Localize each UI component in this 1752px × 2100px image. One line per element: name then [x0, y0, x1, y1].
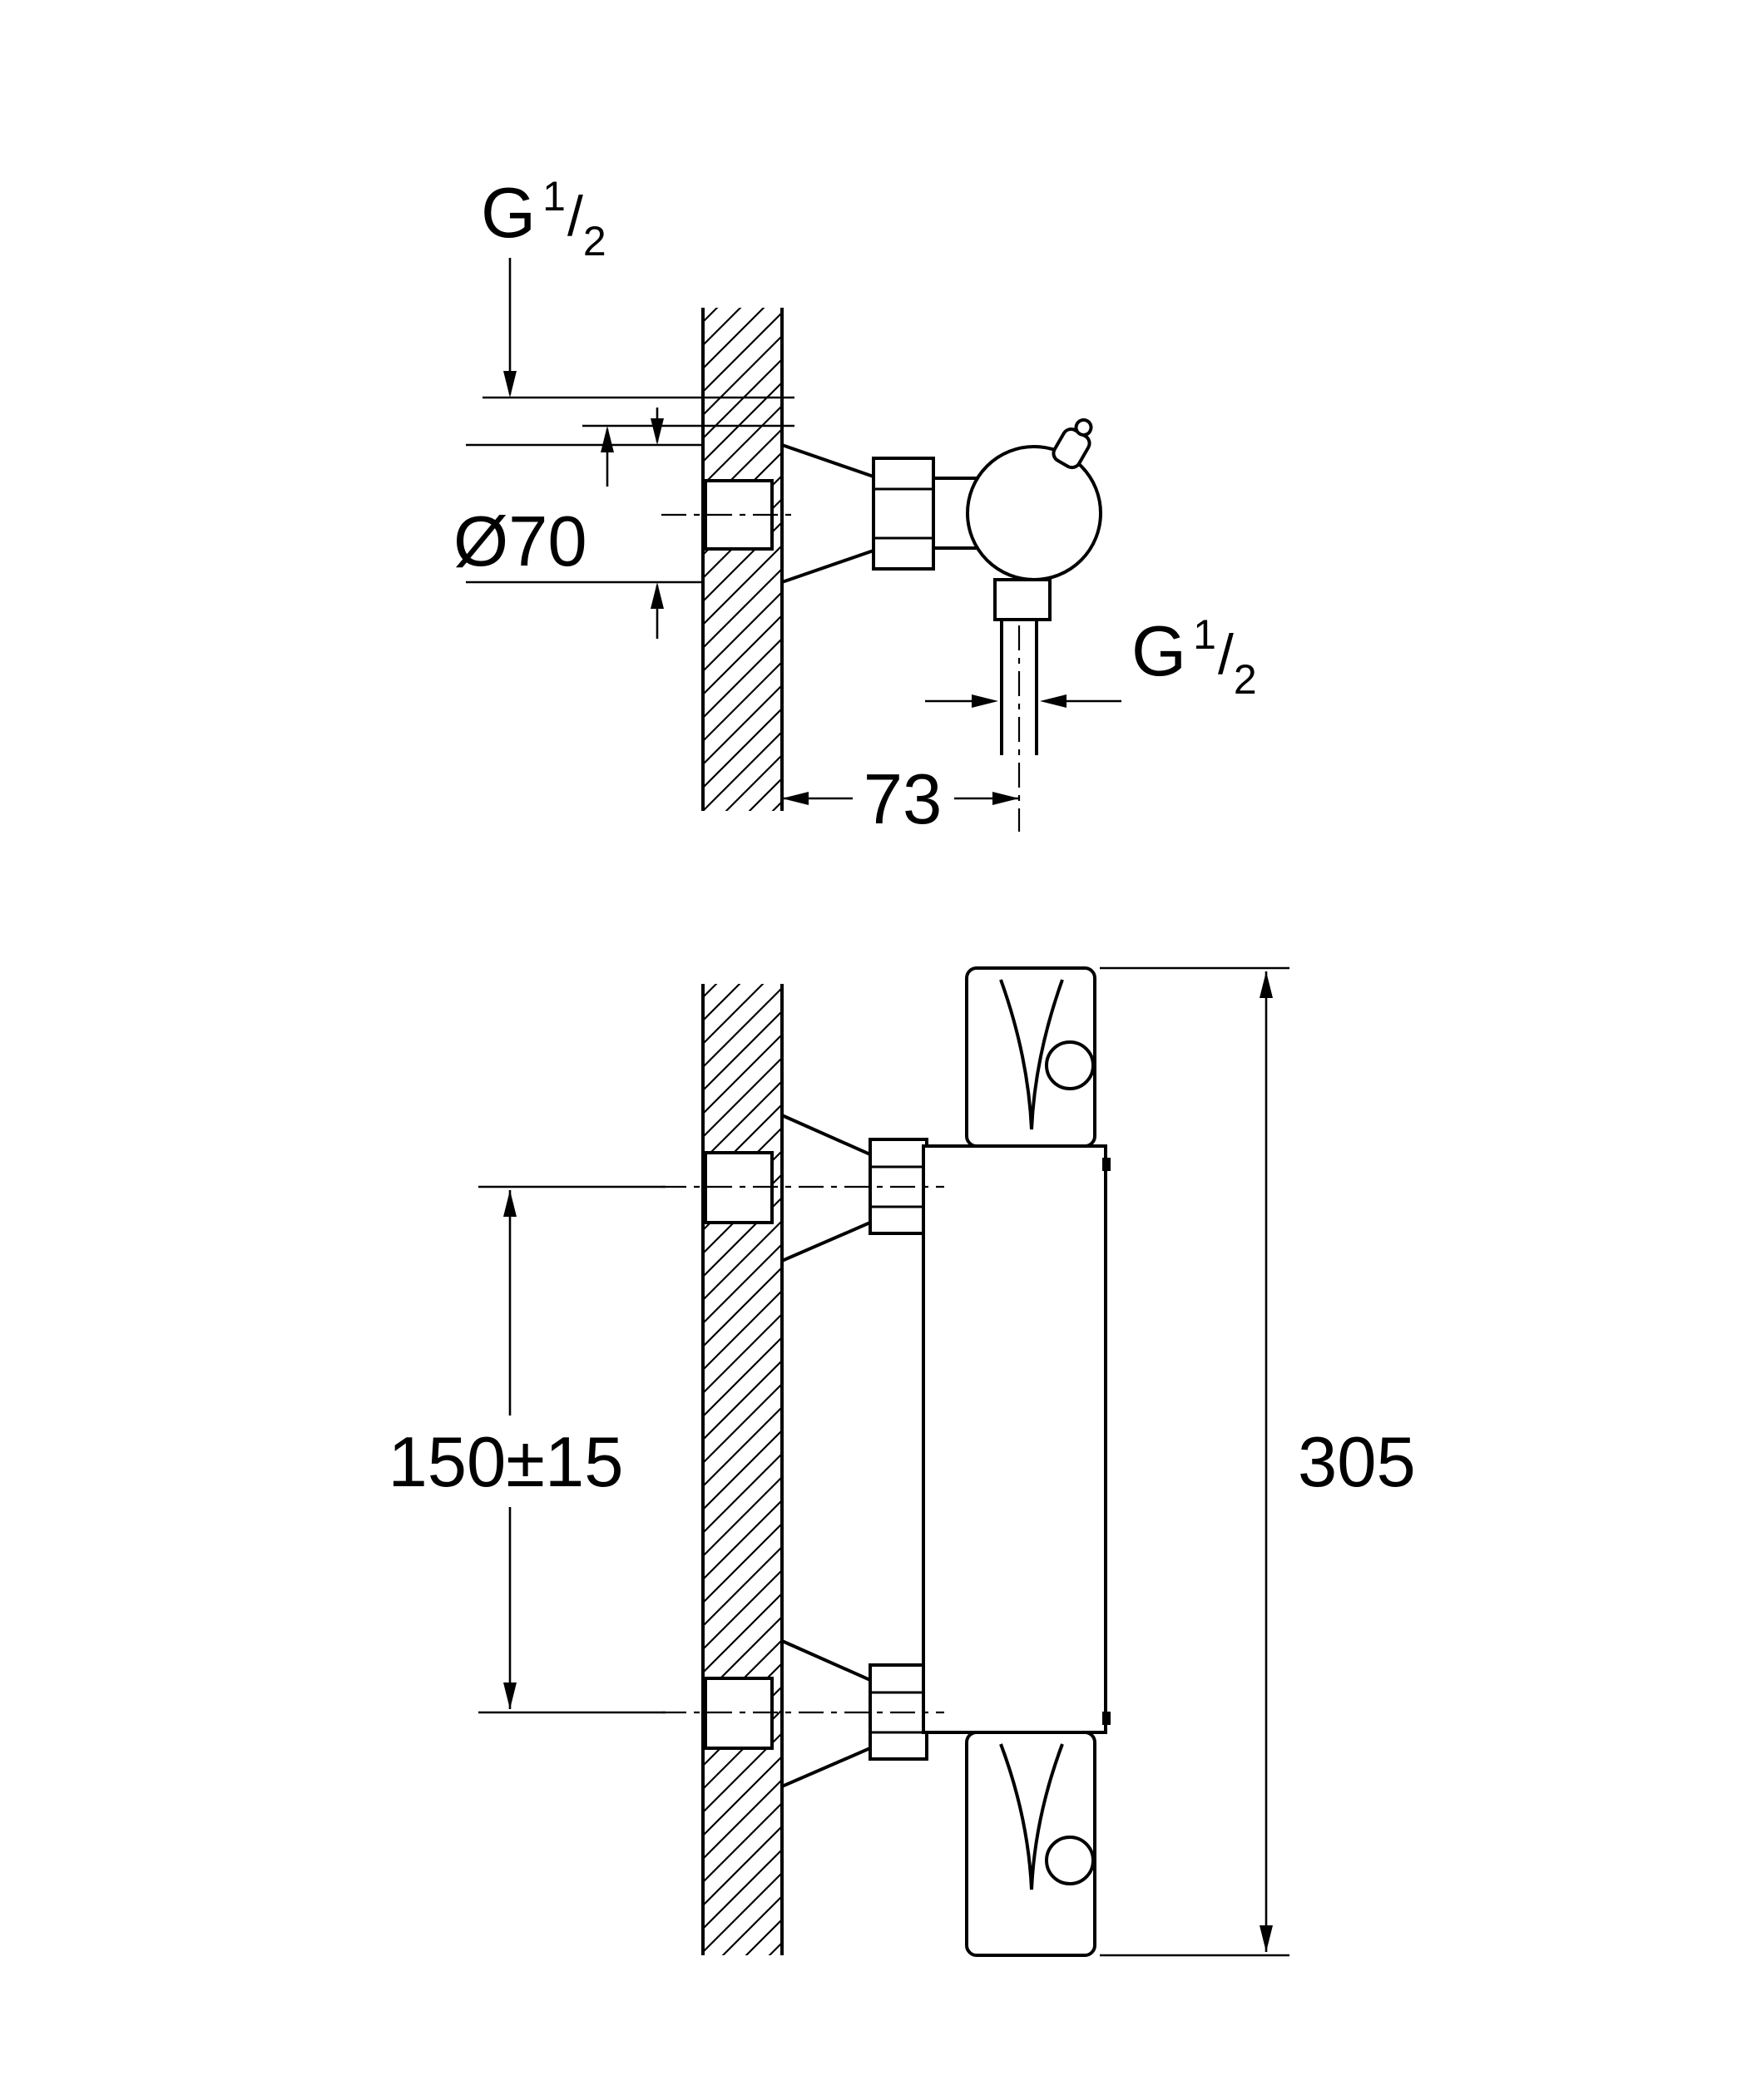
temperature-handle: [965, 966, 1096, 1148]
outlet-union: [993, 578, 1052, 621]
body-mark-top: [1102, 1158, 1111, 1171]
total-height-label: 305: [1298, 1423, 1416, 1502]
dim-305: [1100, 966, 1289, 1957]
dim-escutcheon: [466, 408, 701, 639]
escutcheon-cone: [780, 442, 875, 585]
valve-body: [966, 445, 1102, 581]
temperature-handle-grip: [999, 979, 1064, 1130]
wall-to-outlet-label: 73: [864, 760, 943, 839]
connection-spacing-label: 150±15: [388, 1423, 623, 1502]
valve-neck: [933, 477, 979, 550]
escutcheon-diameter-label: Ø70: [453, 502, 587, 581]
union-nut: [872, 457, 935, 571]
volume-handle-grip: [999, 1743, 1064, 1890]
outlet-pipe: [1000, 620, 1038, 755]
mixer-body: [922, 1144, 1107, 1734]
wall-section-front: [701, 984, 784, 1955]
volume-handle: [965, 1731, 1096, 1957]
dim-73: [782, 792, 1019, 805]
volume-stop-button: [1045, 1836, 1095, 1885]
temperature-stop-button: [1045, 1040, 1095, 1090]
front-view: 150±15 305: [388, 966, 1416, 1957]
wall-section-top: [701, 308, 784, 811]
body-mark-bottom: [1102, 1712, 1111, 1725]
handle-lever: [1052, 418, 1093, 470]
dim-150: [478, 1185, 666, 1714]
dim-outlet-thread: [925, 694, 1121, 708]
